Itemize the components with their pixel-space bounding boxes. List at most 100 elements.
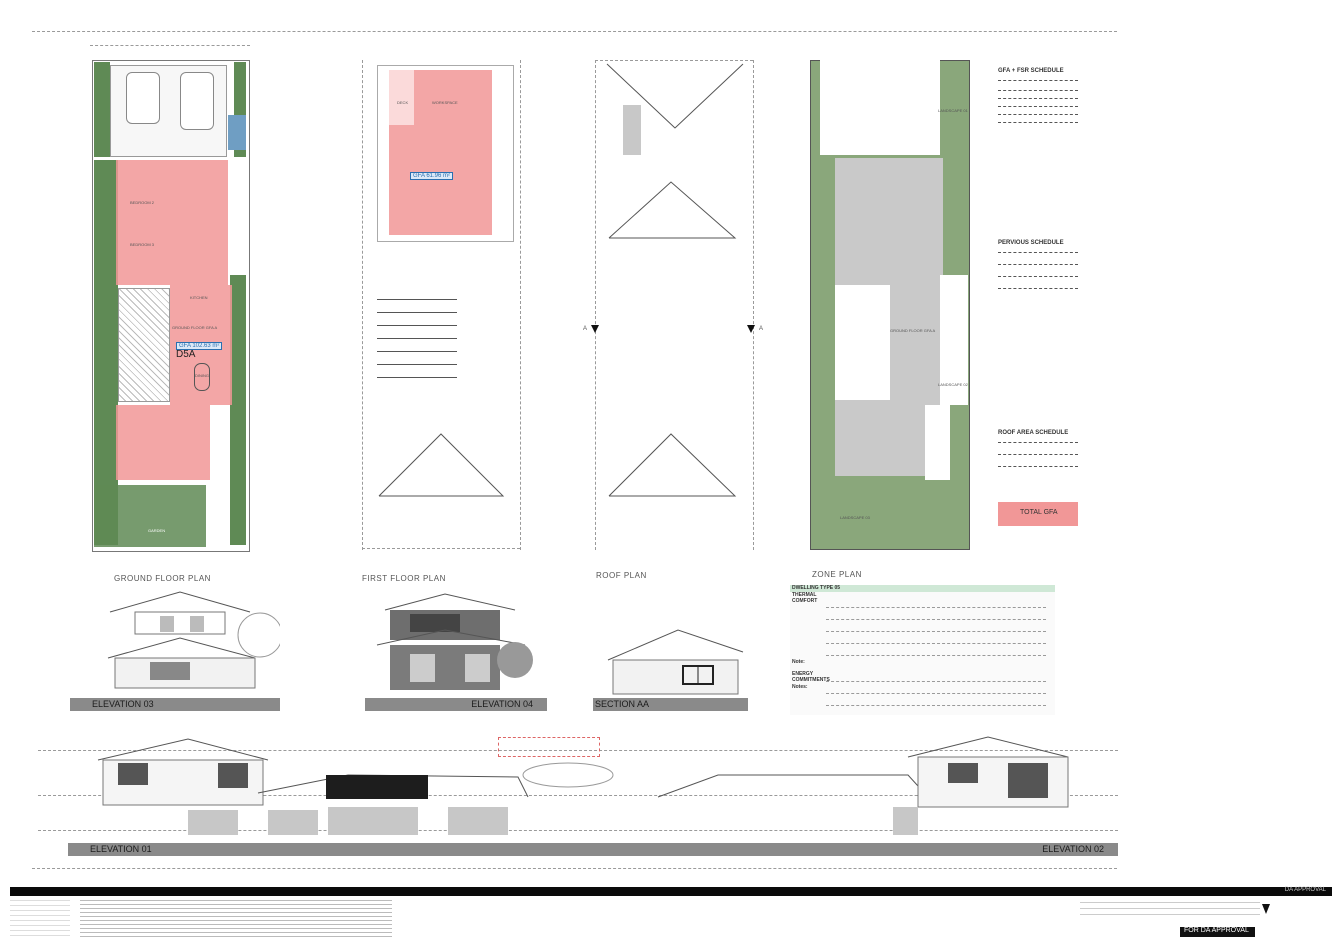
roof-mid-hip (608, 181, 737, 239)
schedule-row (998, 288, 1078, 289)
elevation-02-label: ELEVATION 02 (1042, 844, 1104, 854)
courtyard (118, 288, 170, 402)
basix-header (790, 585, 1055, 592)
solar-panel (623, 105, 641, 155)
dim-line (90, 45, 250, 46)
gfa-zone-living (116, 405, 210, 480)
section-mark-right: A (759, 326, 764, 332)
roof-plan: A A (583, 60, 763, 550)
level-line (38, 750, 1118, 751)
roof-below-hip (378, 433, 505, 497)
basix-row (826, 631, 1046, 632)
schedule-row (998, 264, 1078, 265)
zone-front-white (820, 60, 940, 155)
section-aa: SECTION AA (593, 590, 748, 715)
ground-floor-plan: BEDROOM 2 BEDROOM 3 KITCHEN GROUND FLOOR… (90, 45, 250, 552)
schedule-title-gfa: GFA + FSR SCHEDULE (998, 68, 1064, 74)
street-elevation-drawing (97, 736, 1069, 835)
schedule-row (998, 106, 1078, 107)
plan-title-first: FIRST FLOOR PLAN (362, 574, 446, 583)
zone-side-white (940, 275, 968, 405)
boundary-right (520, 60, 521, 550)
boundary-left (595, 60, 596, 550)
roof-below-hatch (377, 290, 457, 390)
plan-title-ground: GROUND FLOOR PLAN (114, 574, 211, 583)
schedule-title-pervious: PERVIOUS SCHEDULE (998, 240, 1064, 246)
roof-area-schedule: ROOF AREA SCHEDULE (998, 430, 1078, 475)
deck-void (389, 70, 414, 125)
schedule-row (998, 90, 1078, 91)
gfa-zone-bedrooms (116, 160, 228, 285)
boundary-left (362, 60, 363, 550)
total-gfa-box: TOTAL GFA (998, 502, 1078, 526)
room-label-workspace: WORKSPACE (432, 100, 458, 105)
gfa-schedule: GFA + FSR SCHEDULE (998, 68, 1078, 138)
zone-gap-white (925, 405, 950, 480)
elevation-03-label: ELEVATION 03 (92, 699, 154, 709)
schedule-row (998, 454, 1078, 455)
basix-table: DWELLING TYPE 05 THERMAL COMFORT Note: E… (790, 585, 1055, 715)
basix-energy: ENERGY COMMITMENTS (792, 671, 830, 683)
section-mark-left: A (583, 326, 588, 332)
schedule-row (998, 122, 1078, 123)
section-arrow-left (591, 325, 599, 333)
north-arrow-icon (1262, 904, 1270, 914)
plan-title-roof: ROOF PLAN (596, 571, 647, 580)
basix-note: Note: (792, 659, 805, 665)
basix-notes2: Notes: (792, 684, 808, 690)
title-block-notes (80, 900, 392, 940)
elevation-04-bar: ELEVATION 04 (365, 698, 547, 711)
landscape-strip-west (94, 160, 118, 545)
landscape-strip-nw (94, 62, 110, 157)
bin-store (228, 115, 246, 150)
boundary-bottom (362, 548, 520, 549)
basix-row (826, 705, 1046, 706)
approval-stamp: FOR DA APPROVAL (1180, 927, 1255, 937)
elevation-03-drawing (107, 591, 280, 689)
status-top: DA APPROVAL (1284, 887, 1326, 893)
basix-row (826, 655, 1046, 656)
room-label-garden: GARDEN (148, 528, 166, 533)
section-aa-drawing (607, 629, 744, 695)
level-line (38, 830, 1118, 831)
zone-tag: D5A (176, 349, 196, 360)
roof-lower-hip (608, 433, 737, 497)
elevation-03: ELEVATION 03 (70, 590, 280, 715)
total-gfa-label: TOTAL GFA (1020, 509, 1058, 516)
elevation-01-bar: ELEVATION 01 ELEVATION 02 (68, 843, 1118, 856)
elevation-04-drawing (376, 593, 533, 690)
basix-heading: DWELLING TYPE 05 (792, 585, 841, 591)
room-label-bedroom2: BEDROOM 2 (130, 200, 155, 205)
zone-label-landscape01: LANDSCAPE 01 (938, 108, 968, 113)
site-boundary (92, 60, 250, 552)
room-label-bedroom3: BEDROOM 3 (130, 242, 155, 247)
upper-floor-outline (377, 65, 514, 242)
basix-thermal: THERMAL COMFORT (792, 592, 818, 604)
section-aa-label: SECTION AA (595, 699, 650, 709)
elevation-04: ELEVATION 04 (365, 590, 547, 715)
zone-label-gfa: GROUND FLOOR GFA A (890, 328, 936, 333)
title-block-bar: DA APPROVAL (10, 887, 1332, 896)
zone-label-landscape02: LANDSCAPE 02 (938, 382, 968, 387)
first-floor-plan: DECK WORKSPACE GFA 61.96 m² (362, 60, 522, 550)
zone-label-landscape03: LANDSCAPE 03 (840, 515, 870, 520)
dining-table (194, 363, 210, 391)
basix-row (826, 643, 1046, 644)
gfa-area-box: GFA 102.63 m² (176, 342, 223, 350)
approval-stamp-label: FOR DA APPROVAL (1184, 927, 1249, 934)
schedule-row (998, 98, 1078, 99)
elevation-01-label: ELEVATION 01 (90, 844, 152, 854)
level-line (38, 795, 1118, 796)
roof-upper-hip (606, 63, 744, 129)
basix-row (826, 681, 1046, 682)
schedule-title-roof: ROOF AREA SCHEDULE (998, 430, 1069, 436)
room-label-deck: DECK (397, 100, 409, 105)
title-block-logo-area (10, 900, 70, 940)
room-label-gfa: GROUND FLOOR GFA A (172, 325, 218, 330)
section-arrow-right (747, 325, 755, 333)
sheet-top-border (32, 31, 1117, 32)
schedule-row (998, 442, 1078, 443)
car-1 (126, 72, 160, 124)
room-label-dining: DINING (195, 373, 209, 378)
basix-row (826, 607, 1046, 608)
